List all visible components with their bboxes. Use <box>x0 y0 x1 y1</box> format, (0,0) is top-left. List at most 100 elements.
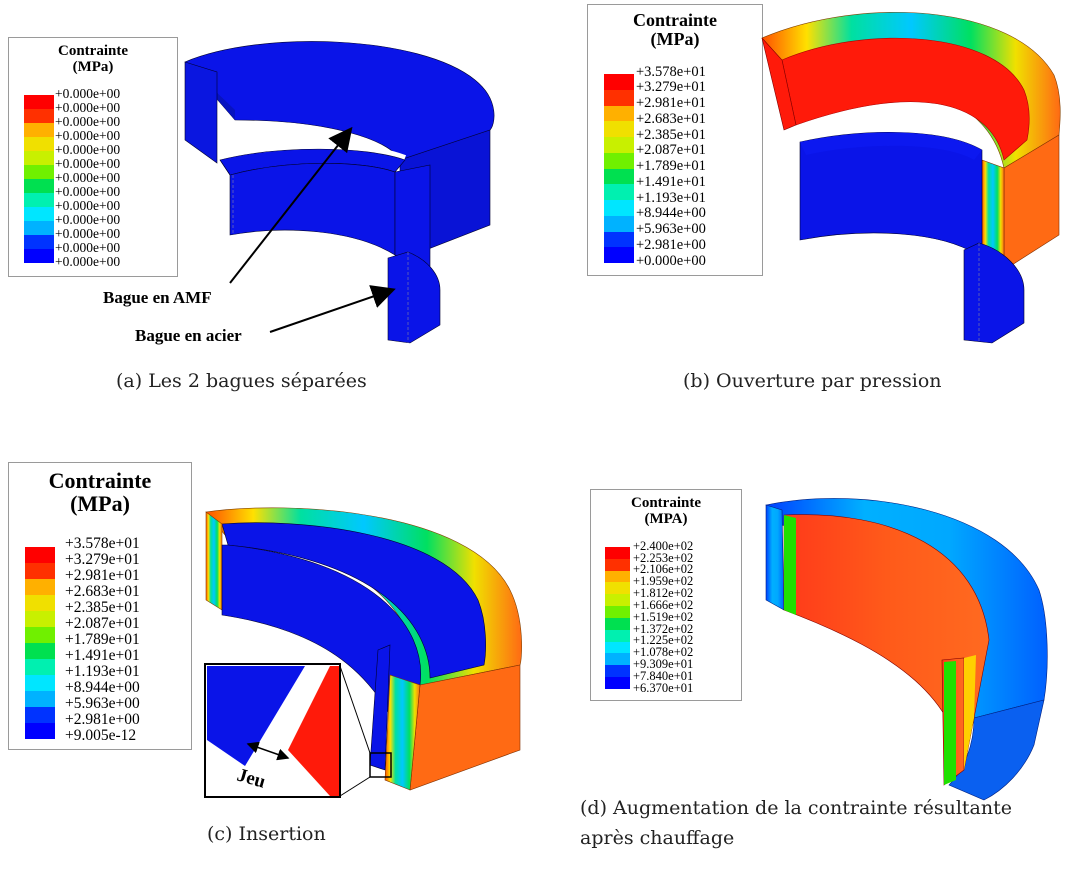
color-bar-segment <box>605 547 630 559</box>
legend-label: +2.253e+02 <box>633 550 694 565</box>
color-bar-segment <box>25 643 55 659</box>
amf-ring-open-end <box>761 37 797 131</box>
amf-ring-open-inner <box>781 37 1030 161</box>
legend-label: +3.578e+01 <box>65 535 140 553</box>
legend-label: +1.789e+01 <box>65 631 140 649</box>
caption-a: (a) Les 2 bagues séparées <box>116 370 367 392</box>
color-bar-segment <box>24 193 54 207</box>
color-bar-segment <box>605 653 630 666</box>
color-bar-segment <box>25 563 55 579</box>
legend-label: +2.400e+02 <box>633 538 694 553</box>
legend-label: +0.000e+00 <box>55 127 121 143</box>
legend-label: +2.981e+00 <box>65 711 140 729</box>
legend-label: +3.279e+01 <box>65 551 140 569</box>
color-bar-segment <box>605 641 630 654</box>
color-bar-segment <box>604 200 634 216</box>
legend-label: +0.000e+00 <box>55 85 121 101</box>
color-bar-segment <box>605 594 630 607</box>
ring-model-a: Bague en AMF Bague en acier <box>103 41 495 345</box>
legend-label: +1.078e+02 <box>633 645 694 660</box>
legend-label: +0.000e+00 <box>55 141 121 157</box>
legend-label: +0.000e+00 <box>55 169 121 185</box>
caption-d: (d) Augmentation de la contrainte résult… <box>580 797 1012 849</box>
ring-model-c: Jeu <box>204 507 522 798</box>
legend-label: +5.963e+00 <box>636 221 706 238</box>
legend-label: +9.309e+01 <box>633 657 694 672</box>
color-bar-b <box>604 74 634 263</box>
inset-amf <box>288 666 339 796</box>
legend-label: +1.812e+02 <box>633 586 694 601</box>
color-bar-segment <box>605 617 630 630</box>
color-bar-segment <box>24 151 54 165</box>
color-bar-segment <box>604 184 634 200</box>
legend-label: +1.519e+02 <box>633 609 694 624</box>
color-bar-segment <box>25 579 55 595</box>
legend-label: +0.000e+00 <box>55 155 121 171</box>
color-bar-segment <box>25 723 55 739</box>
legend-label: +0.000e+00 <box>55 197 121 213</box>
amf-ring-d-end <box>765 504 785 611</box>
legend-a: Contrainte (MPa) +0.000e+00+0.000e+00+0.… <box>8 37 178 277</box>
legend-title-d: Contrainte (MPA) <box>631 495 701 527</box>
color-bar-segment <box>24 179 54 193</box>
legend-label: +2.087e+01 <box>636 142 706 159</box>
panel-c: Contrainte (MPa) +3.578e+01+3.279e+01+2.… <box>0 440 534 877</box>
panel-a: Contrainte (MPa) +0.000e+00+0.000e+00+0.… <box>0 0 534 400</box>
color-bar-segment <box>604 137 634 153</box>
legend-label: +2.683e+01 <box>636 110 706 127</box>
color-bar-segment <box>604 89 634 106</box>
arrow-amf <box>229 126 353 284</box>
color-bar-segment <box>25 675 55 691</box>
legend-label: +0.000e+00 <box>55 211 121 227</box>
color-bar-segment <box>25 691 55 707</box>
color-bar-segment <box>604 105 634 122</box>
legend-label: +5.963e+00 <box>65 695 140 713</box>
amf-ring-left-end <box>184 61 218 164</box>
ring-model-b <box>761 12 1061 344</box>
legend-label: +0.000e+00 <box>55 225 121 241</box>
color-bar-segment <box>24 95 54 109</box>
legend-label: +1.225e+02 <box>633 633 694 648</box>
legend-label: +3.578e+01 <box>636 63 706 80</box>
color-bar-a <box>24 95 54 263</box>
color-bar-segment <box>25 707 55 723</box>
legend-label: +0.000e+00 <box>55 113 121 129</box>
color-bar-segment <box>605 677 630 689</box>
legend-label: +1.372e+02 <box>633 621 694 636</box>
legend-title-b: Contrainte (MPa) <box>633 10 717 49</box>
color-bar-segment <box>605 629 630 642</box>
color-bar-segment <box>604 121 634 137</box>
legend-label: +3.279e+01 <box>636 79 706 96</box>
legend-label: +9.005e-12 <box>65 727 137 745</box>
color-bar-segment <box>605 665 630 678</box>
legend-label: +0.000e+00 <box>55 253 121 269</box>
color-bar-segment <box>604 215 634 232</box>
legend-label: +1.193e+01 <box>65 663 140 681</box>
amf-ring-d-outer <box>948 699 1045 801</box>
segment-d-band <box>944 661 956 785</box>
legend-c: Contrainte (MPa) +3.578e+01+3.279e+01+2.… <box>8 462 192 750</box>
caption-c: (c) Insertion <box>207 823 326 845</box>
legend-label: +1.789e+01 <box>636 158 706 175</box>
color-bar-segment <box>24 137 54 151</box>
legend-label: +1.666e+02 <box>633 597 694 612</box>
arrow-acier <box>269 285 396 333</box>
zoom-box <box>369 752 392 778</box>
color-bar-segment <box>605 582 630 595</box>
annotation-amf: Bague en AMF <box>103 288 212 307</box>
panel-b: Contrainte (MPa) +3.578e+01+3.279e+01 +2.… <box>534 0 1068 400</box>
legend-label: +8.944e+00 <box>636 205 706 222</box>
amf-ring-c-inner <box>221 522 486 679</box>
legend-label: +2.385e+01 <box>65 599 140 617</box>
steel-ring-inner-face <box>219 159 396 256</box>
legend-label: +6.370e+01 <box>633 680 694 695</box>
color-bar-segment <box>604 152 634 169</box>
color-bar-segment <box>604 247 634 263</box>
color-bar-segment <box>24 207 54 221</box>
color-bar-segment <box>605 558 630 571</box>
legend-label: +0.000e+00 <box>636 252 706 269</box>
legend-label: +0.000e+00 <box>55 183 121 199</box>
legend-label: +1.491e+01 <box>636 173 706 190</box>
legend-d: Contrainte (MPA) +2.400e+02+2.253e+02+2.… <box>590 489 742 701</box>
amf-ring-c-end <box>205 511 223 611</box>
